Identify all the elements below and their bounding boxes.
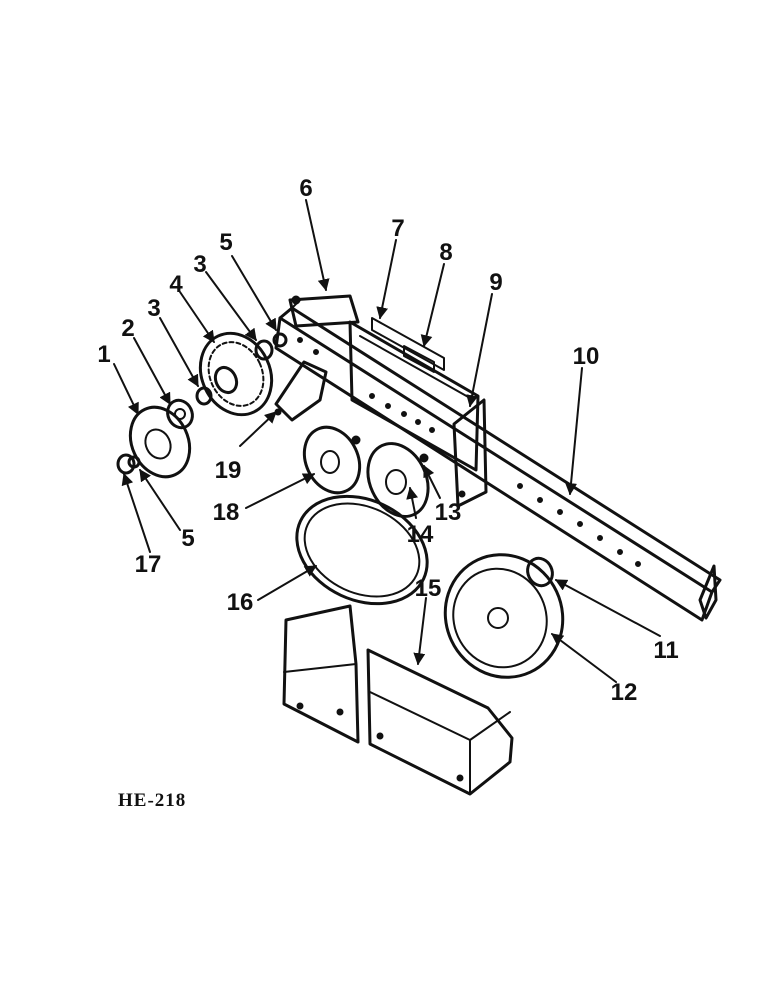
callout-6: 6 — [299, 175, 312, 202]
sprocket-4 — [198, 331, 274, 417]
callout-13: 13 — [435, 499, 462, 526]
plate-9 — [452, 398, 488, 508]
shield-left — [282, 604, 360, 744]
shield-right — [366, 648, 514, 796]
callout-12: 12 — [611, 679, 638, 706]
pulley-1 — [128, 405, 192, 479]
nut-17 — [116, 453, 136, 475]
callout-19: 19 — [215, 457, 242, 484]
leader-lines — [113, 199, 661, 683]
callout-16: 16 — [227, 589, 254, 616]
frame-bar — [274, 299, 722, 622]
callout-8: 8 — [439, 239, 452, 266]
callout-9: 9 — [489, 269, 502, 296]
callout-5a: 5 — [219, 229, 232, 256]
bushing-3b — [254, 339, 274, 361]
callout-2: 2 — [121, 315, 134, 342]
washer-5a — [272, 332, 288, 348]
pulley-12 — [443, 553, 565, 679]
callout-5b: 5 — [181, 525, 194, 552]
bracket-19 — [274, 360, 328, 422]
callout-1: 1 — [97, 341, 110, 368]
callout-10: 10 — [573, 343, 600, 370]
figure-code: HE-218 — [118, 790, 187, 811]
belt-16 — [295, 494, 429, 606]
callout-7: 7 — [391, 215, 404, 242]
callout-17: 17 — [135, 551, 162, 578]
mounting-plate — [348, 317, 480, 472]
callout-3a: 3 — [147, 295, 160, 322]
callout-11: 11 — [653, 637, 678, 664]
bracket-6 — [288, 294, 360, 328]
callout-4: 4 — [169, 271, 183, 298]
callout-18: 18 — [213, 499, 240, 526]
hub-11 — [526, 556, 554, 588]
pulley-14 — [366, 442, 430, 518]
callout-14: 14 — [407, 521, 434, 548]
washer-2 — [166, 398, 194, 430]
pulley-18 — [302, 425, 362, 495]
callout-3b: 3 — [193, 251, 206, 278]
callout-15: 15 — [415, 575, 442, 602]
bushing-3a — [195, 386, 213, 406]
